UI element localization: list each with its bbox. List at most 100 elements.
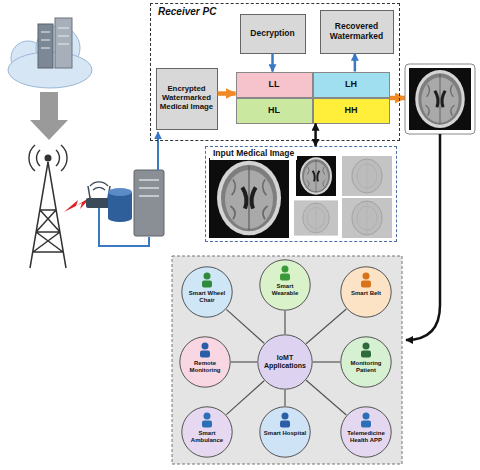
application-label: Smart Hospital: [261, 429, 309, 438]
application-icon: [202, 343, 209, 350]
application-icon: [361, 421, 371, 428]
wifi-waves: [90, 182, 108, 190]
antenna-tip: [45, 155, 52, 162]
process-label: Recovered Watermarked: [321, 21, 393, 43]
application-icon: [202, 281, 212, 288]
application-label: Smart Wheel Chair: [183, 289, 231, 305]
circle-outline: [341, 337, 391, 387]
flow-arrow: [354, 54, 357, 72]
frame-title: Receiver PC: [155, 5, 219, 19]
application-label: Smart Belt: [342, 289, 390, 298]
subband-cell: LH: [313, 72, 390, 98]
subband-label: HL: [266, 104, 282, 116]
circle-outline: [180, 337, 230, 387]
circle-outline: [182, 407, 232, 457]
application-label: Smart Ambulance: [183, 429, 231, 445]
application-panel: [172, 256, 402, 464]
image-frame: [405, 64, 475, 134]
hub-link: [313, 361, 340, 362]
database-symbol: [108, 188, 132, 196]
hub-link: [231, 361, 257, 362]
subband-label: HH: [343, 104, 360, 116]
subband-cell: LL: [236, 72, 313, 98]
application-icon: [282, 413, 289, 420]
hub-link: [226, 381, 264, 415]
circle-outline: [258, 335, 312, 389]
application-icon: [202, 421, 212, 428]
output-arrow: [390, 96, 405, 101]
application-icon: [280, 421, 290, 428]
hub-link: [306, 380, 346, 415]
application-icon: [361, 281, 371, 288]
application-circle: Smart Belt: [340, 266, 392, 318]
hub-label: IoMT Applications: [258, 353, 312, 371]
application-circle: Smart Ambulance: [181, 406, 233, 458]
circle-outline: [341, 407, 391, 457]
application-label: Monitoring Patient: [342, 359, 390, 375]
circle-outline: [260, 407, 310, 457]
application-icon: [361, 351, 371, 358]
circle-outline: [182, 267, 232, 317]
application-circle: Smart Wheel Chair: [181, 266, 233, 318]
mri-image: [209, 158, 289, 238]
application-circle: Smart Wearable: [259, 259, 311, 311]
application-icon: [280, 274, 290, 281]
application-icon: [204, 413, 211, 420]
application-circle: Remote Monitoring: [179, 336, 231, 388]
process-box: Encrypted Watermarked Medical Image: [156, 68, 218, 130]
download-arrow: [30, 92, 68, 140]
hub-circle: IoMT Applications: [257, 334, 313, 390]
subband-label: LL: [267, 78, 282, 90]
circle-outline: [341, 267, 391, 317]
receiver-frame: Receiver PC Decryption Recovered Watermark…: [150, 3, 400, 141]
subband-cell: HL: [236, 98, 313, 124]
circle-outline: [260, 260, 310, 310]
application-circle: Monitoring Patient: [340, 336, 392, 388]
application-icon: [363, 343, 370, 350]
application-label: Telemedicine Health APP: [342, 429, 390, 445]
process-label: Encrypted Watermarked Medical Image: [157, 84, 217, 113]
flow-arrow: [314, 124, 317, 147]
hub-link: [284, 311, 285, 334]
application-circle: Telemedicine Health APP: [340, 406, 392, 458]
server-symbol: [134, 170, 164, 236]
subband-label: LH: [343, 78, 359, 90]
application-icon: [204, 273, 211, 280]
mri-subband: [296, 156, 336, 196]
flow-arrow: [271, 54, 274, 72]
signal-waves: [29, 145, 67, 171]
network-wire: [157, 132, 159, 170]
mri-image: [409, 68, 471, 130]
hub-link: [306, 309, 346, 344]
mri-subband: [294, 200, 338, 235]
radio-tower: [30, 162, 66, 268]
mri-subband: [342, 198, 392, 238]
application-icon: [363, 413, 370, 420]
server-symbol: [38, 24, 53, 68]
frame-title: Input Medical Image: [210, 148, 297, 160]
application-icon: [363, 273, 370, 280]
input-image-frame: Input Medical Image: [205, 146, 397, 242]
application-circle: Smart Hospital: [259, 406, 311, 458]
subband-panel: [292, 154, 394, 240]
application-label: Remote Monitoring: [181, 359, 229, 375]
feed-arrow: [406, 134, 440, 340]
mri-subband: [342, 156, 392, 196]
application-icon: [282, 266, 289, 273]
hub-link: [284, 390, 285, 406]
server-slots: [41, 28, 69, 48]
hub-link: [226, 309, 264, 343]
server-slots: [139, 180, 159, 196]
application-icon: [200, 351, 210, 358]
subband-cell: HH: [313, 98, 390, 124]
application-label: Smart Wearable: [261, 282, 309, 298]
process-label: Decryption: [248, 28, 296, 40]
database-symbol: [108, 214, 132, 222]
process-box: Decryption: [240, 14, 306, 54]
network-wire: [99, 208, 149, 246]
server-symbol: [55, 18, 72, 68]
process-box: Recovered Watermarked: [320, 10, 394, 54]
